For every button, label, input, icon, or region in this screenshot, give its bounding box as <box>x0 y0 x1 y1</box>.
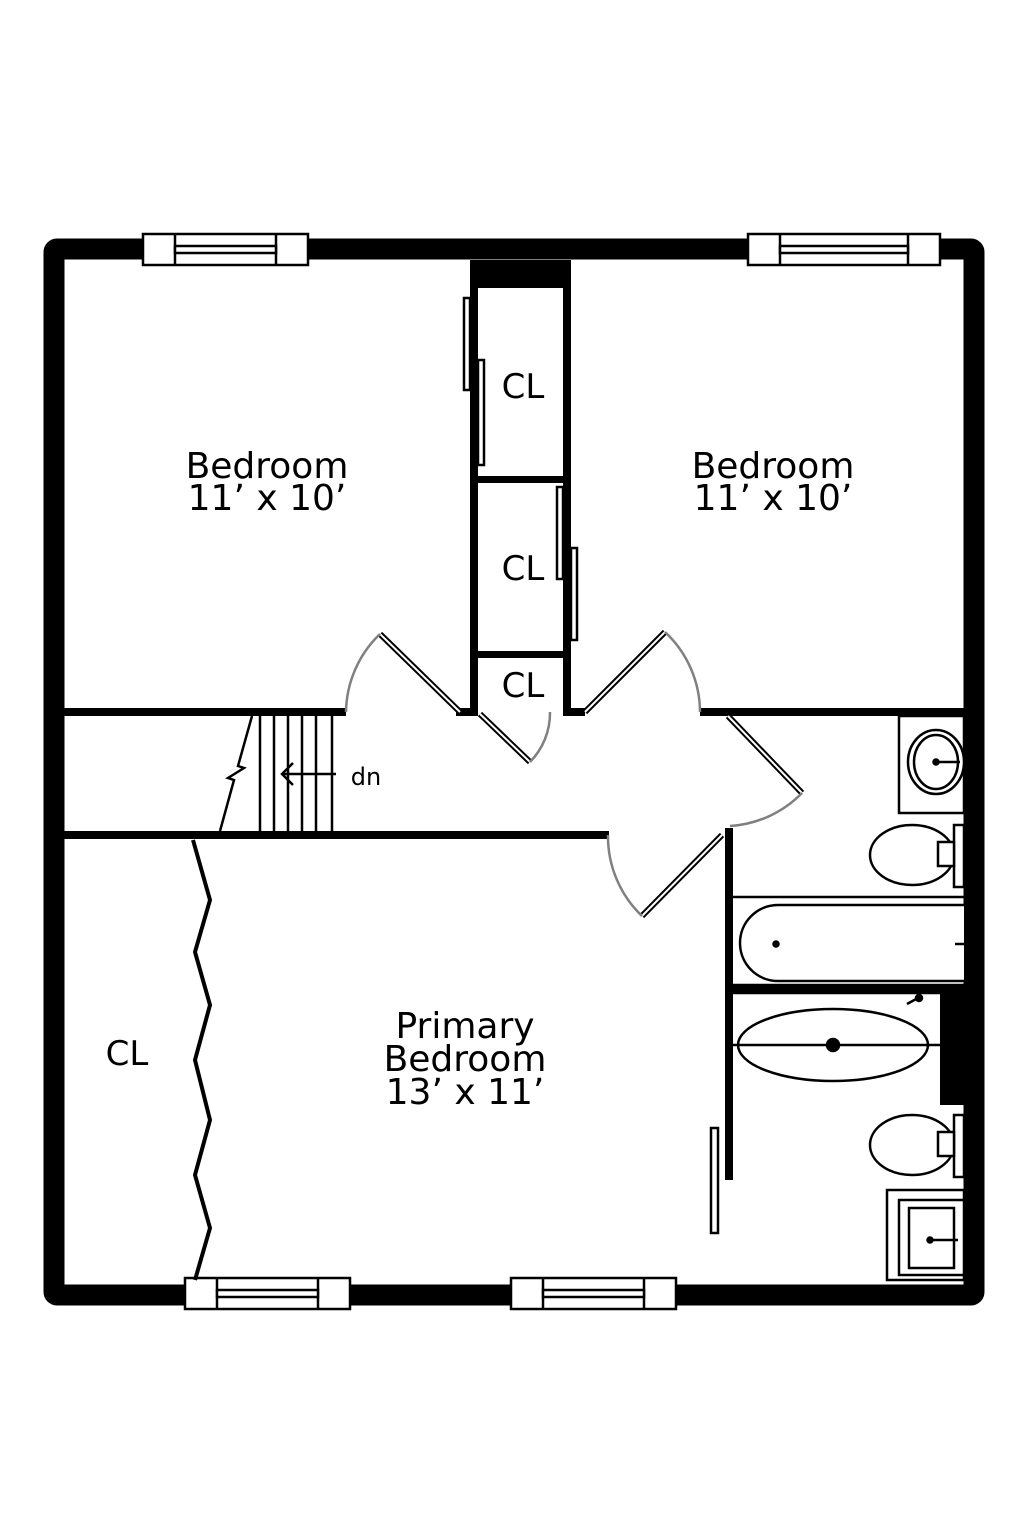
windows <box>141 232 942 1311</box>
closet-lower-label: CL <box>502 666 545 706</box>
window-bottom-right <box>509 1276 678 1311</box>
door-bedroom-left <box>344 631 463 715</box>
window-top-left <box>141 232 310 267</box>
bathroom-fixtures <box>731 714 966 1282</box>
room-labels: Bedroom 11’ x 10’ Bedroom 11’ x 10’ CL C… <box>106 367 855 1113</box>
bedroom-left-name: Bedroom <box>186 446 349 487</box>
primary-bedroom-name-2: Bedroom <box>384 1039 547 1080</box>
door-closet-lower <box>477 711 552 765</box>
door-primary <box>606 832 725 919</box>
door-bathroom <box>725 713 805 828</box>
stairs <box>218 715 336 832</box>
stairs-direction-label: dn <box>351 763 381 791</box>
bedroom-right-name: Bedroom <box>692 446 855 487</box>
doors <box>344 629 805 919</box>
window-top-right <box>746 232 942 267</box>
bedroom-left-size: 11’ x 10’ <box>188 478 347 519</box>
window-bottom-left <box>183 1276 352 1311</box>
primary-bedroom-name-1: Primary <box>395 1006 534 1047</box>
primary-bedroom-size: 13’ x 11’ <box>386 1072 545 1113</box>
closet-middle-label: CL <box>502 549 545 589</box>
bathtub-icon <box>738 903 964 983</box>
interior-walls <box>64 260 964 1180</box>
bifold-closet-door <box>191 839 213 1281</box>
closet-sliding-doors <box>462 296 720 1235</box>
bedroom-right-size: 11’ x 10’ <box>694 478 853 519</box>
door-bedroom-right <box>582 629 702 715</box>
closet-upper-label: CL <box>502 367 545 407</box>
closet-primary-label: CL <box>106 1034 149 1074</box>
